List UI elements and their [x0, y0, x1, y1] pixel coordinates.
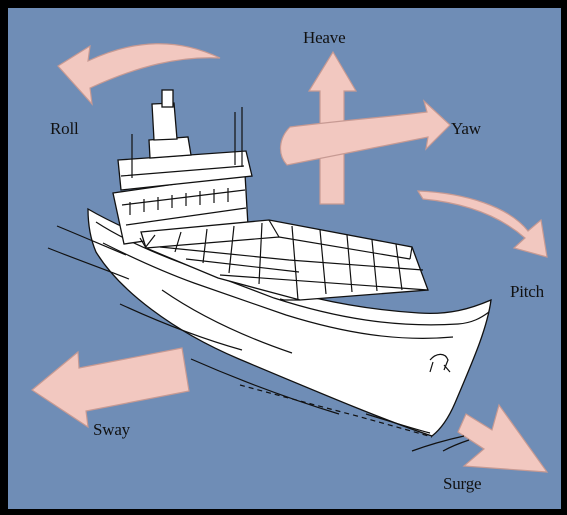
pitch-label: Pitch — [510, 283, 544, 300]
yaw-arrow — [281, 101, 450, 165]
surge-label: Surge — [443, 475, 481, 492]
surge-arrow — [458, 405, 547, 472]
roll-arrow — [58, 44, 220, 104]
heave-label: Heave — [303, 29, 345, 46]
pitch-arrow — [418, 191, 547, 257]
roll-label: Roll — [50, 120, 79, 137]
yaw-label: Yaw — [451, 120, 481, 137]
sway-arrow — [32, 348, 189, 427]
sway-label: Sway — [93, 421, 130, 438]
